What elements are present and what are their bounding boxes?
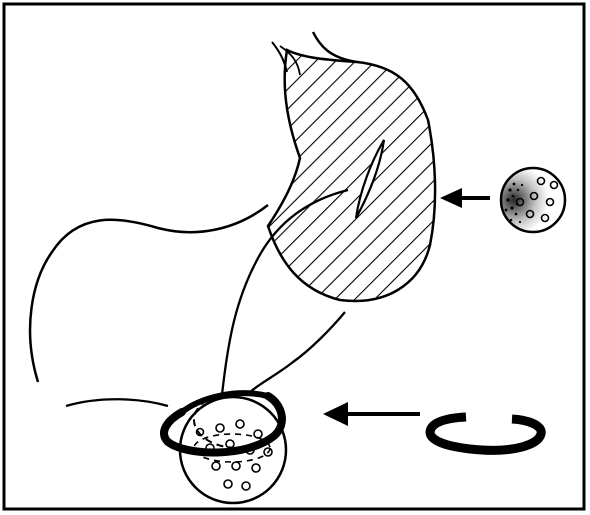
arrow-left-icon (440, 188, 490, 208)
tube-right-line (250, 312, 345, 392)
perforated-ball-in-band-icon (164, 392, 286, 503)
arrow-left-icon (323, 402, 420, 426)
stomach-outline-icon (30, 205, 268, 382)
hatched-stomach-pouch-icon (260, 32, 445, 315)
lower-outline-line (66, 399, 168, 406)
open-ring-clip-icon (430, 417, 541, 450)
perforated-sphere-icon (501, 168, 565, 232)
